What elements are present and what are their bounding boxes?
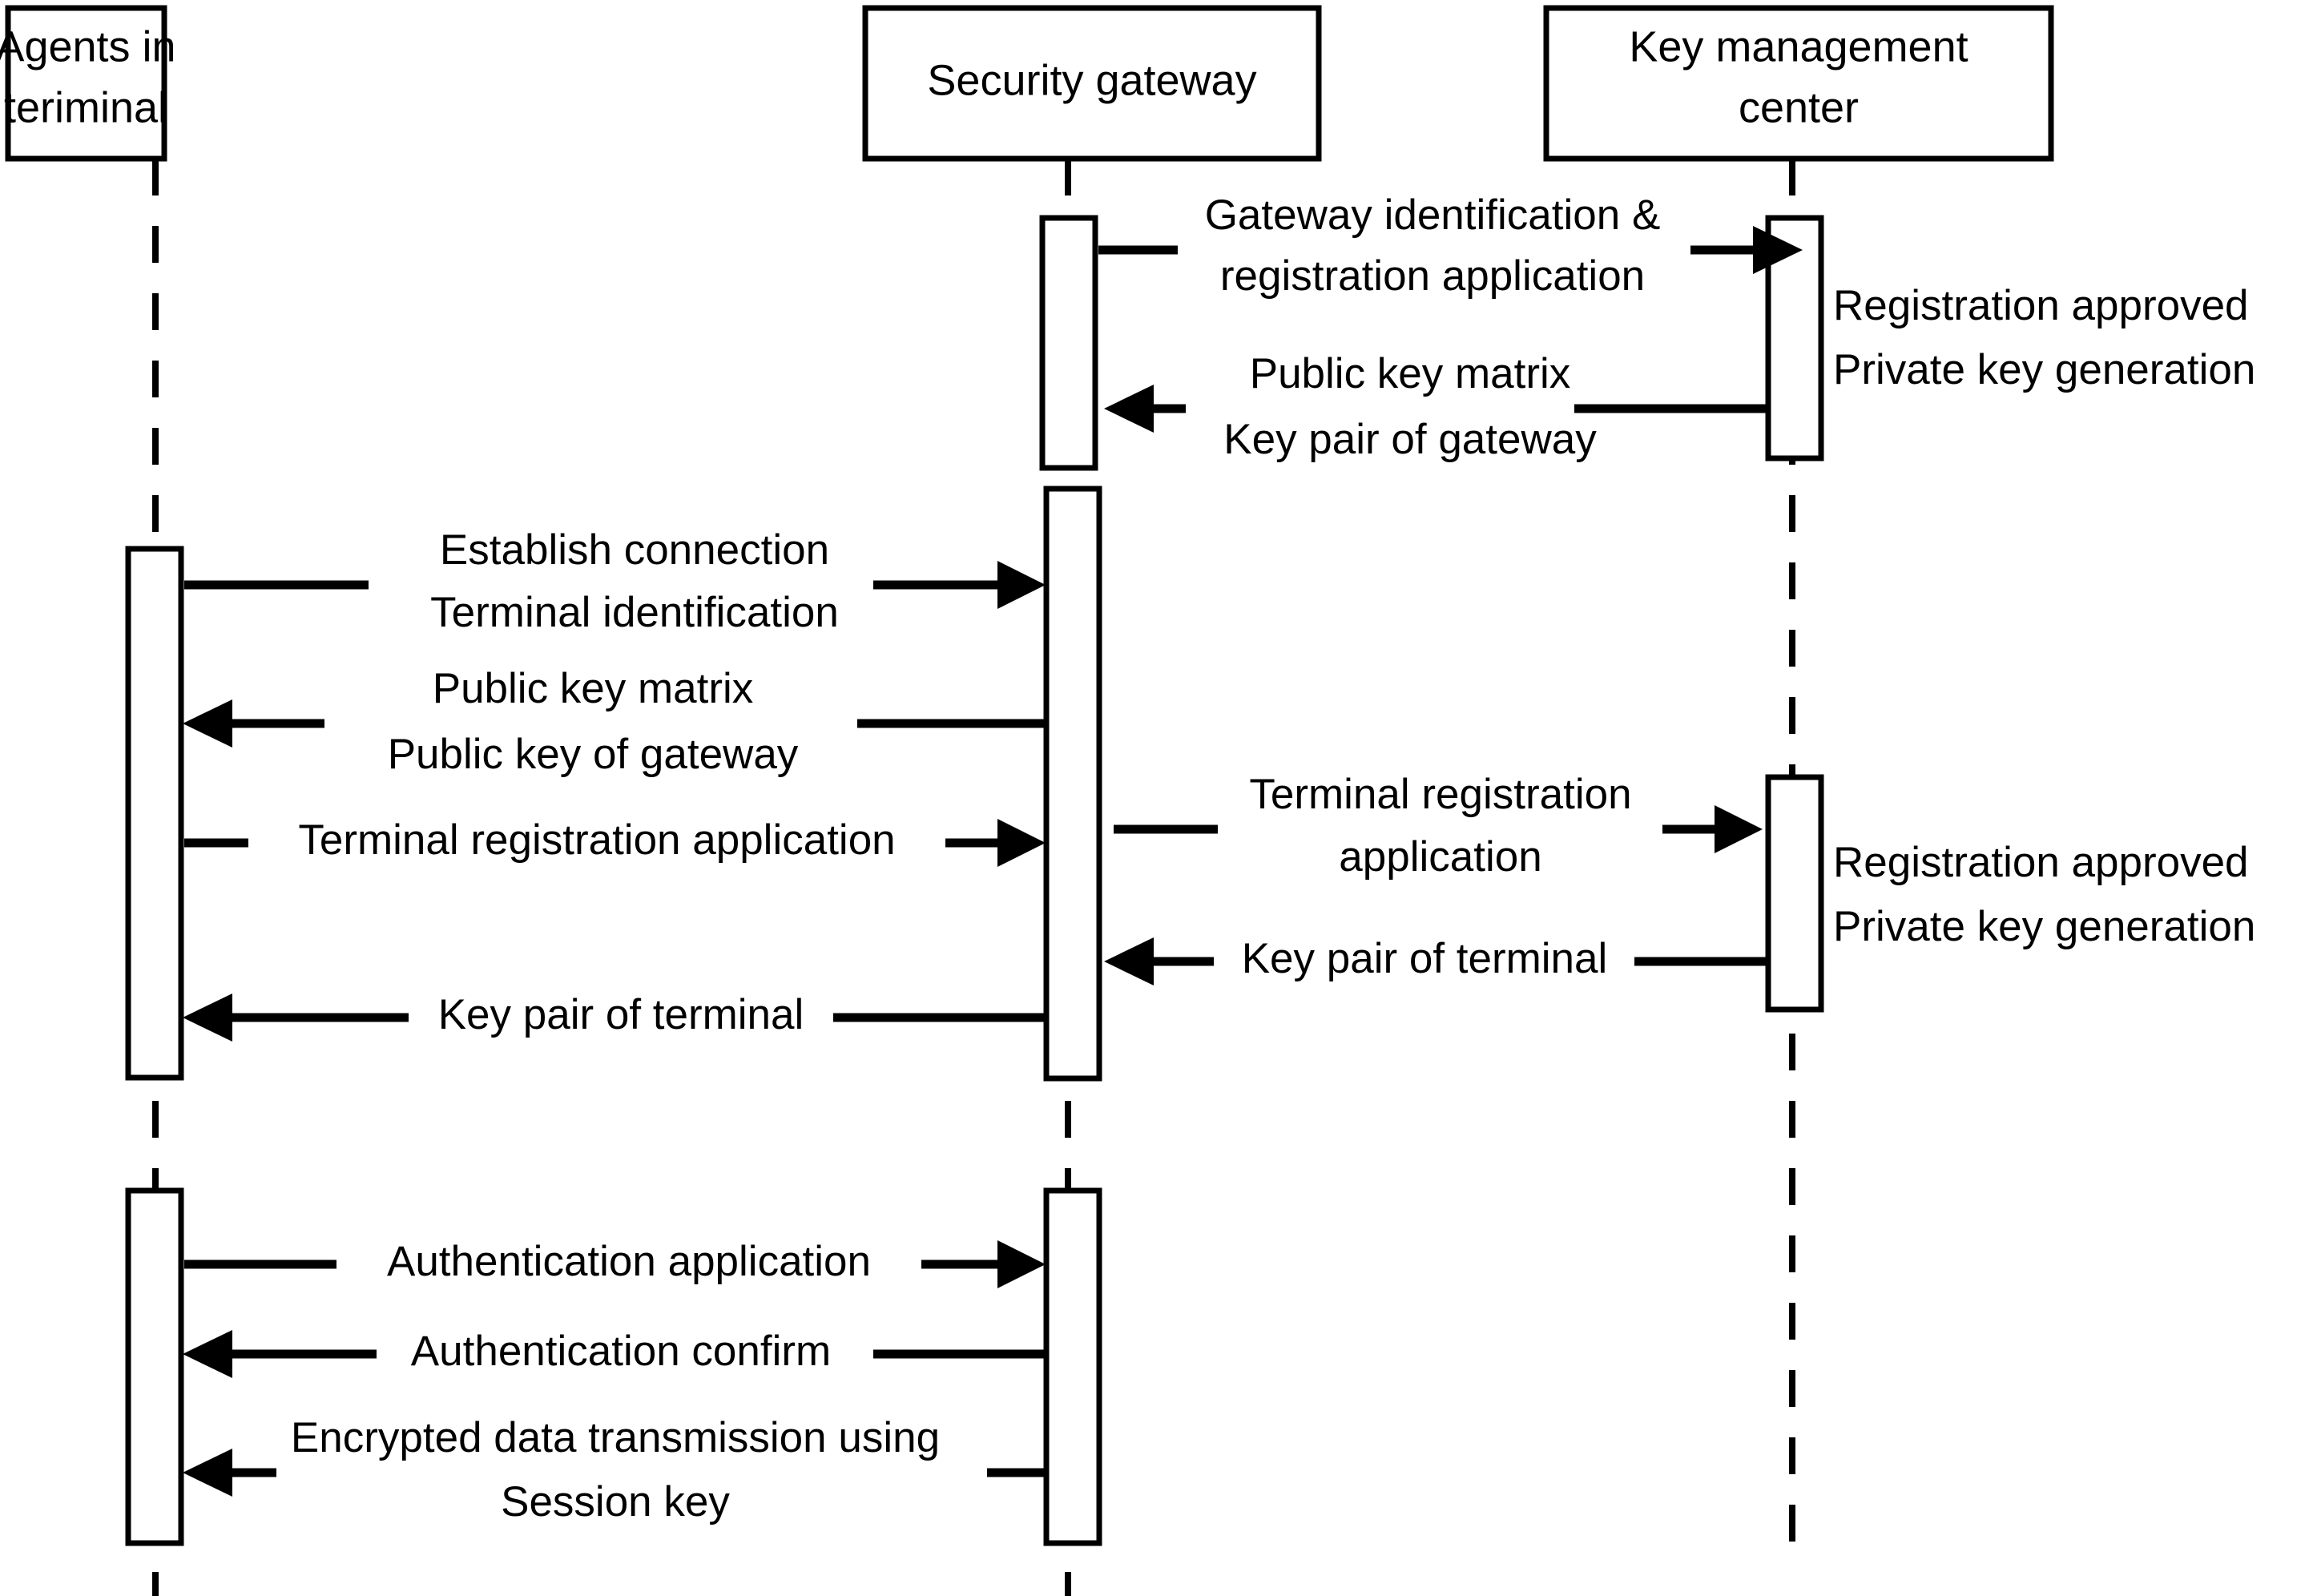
message-m7[interactable]: Key pair of terminal [1104, 935, 1767, 985]
message-m6-label-line1: Terminal registration [1249, 771, 1631, 818]
message-m3-arrowhead [997, 561, 1046, 609]
participant-label-terminal-line2: teriminal [4, 83, 167, 131]
message-m6-arrowhead [1715, 805, 1763, 853]
message-m11-arrowhead [183, 1449, 232, 1497]
activation-gateway-3[interactable] [1043, 1187, 1102, 1546]
participant-label-gateway-line1: Security gateway [927, 56, 1256, 104]
participant-header-kmc[interactable]: Key management center [1543, 5, 2054, 162]
message-m8[interactable]: Key pair of terminal [183, 991, 1044, 1042]
activation-gateway-2[interactable] [1043, 486, 1102, 1082]
activation-terminal-2[interactable] [125, 1187, 184, 1546]
note-kmc-2-line1: Registration approved [1833, 839, 2249, 886]
message-m8-arrowhead [183, 993, 232, 1042]
message-m9-label-line1: Authentication application [387, 1238, 871, 1285]
participant-box-gateway [862, 5, 1322, 162]
message-m3-label-line2: Terminal identification [430, 589, 839, 636]
activation-terminal-1[interactable] [125, 546, 184, 1081]
participant-header-terminal[interactable]: Agents in teriminal [0, 5, 176, 162]
message-m9[interactable]: Authentication application [184, 1238, 1046, 1288]
message-m1-arrowhead [1753, 226, 1803, 274]
message-m1[interactable]: Gateway identification & registration ap… [1098, 191, 1803, 300]
message-m4[interactable]: Public key matrix Public key of gateway [183, 665, 1044, 778]
message-m3-label-line1: Establish connection [440, 526, 829, 574]
message-m7-label-line1: Key pair of terminal [1242, 935, 1608, 982]
activation-gateway-1[interactable] [1039, 215, 1098, 471]
message-m6[interactable]: Terminal registration application [1114, 771, 1763, 881]
message-m10[interactable]: Authentication confirm [183, 1328, 1044, 1378]
message-m2-label-line1: Public key matrix [1250, 350, 1571, 397]
message-m10-label-line1: Authentication confirm [411, 1328, 831, 1375]
note-kmc-2-line2: Private key generation [1833, 903, 2255, 950]
message-m2[interactable]: Public key matrix Key pair of gateway [1104, 350, 1767, 463]
message-m7-arrowhead [1104, 937, 1154, 985]
note-kmc-2: Registration approved Private key genera… [1833, 839, 2255, 950]
activation-kmc-1[interactable] [1765, 215, 1824, 461]
participant-label-kmc-line2: center [1739, 83, 1859, 131]
message-m5[interactable]: Terminal registration application [184, 816, 1046, 867]
message-m2-arrowhead [1104, 385, 1154, 433]
message-m6-label-line2: application [1339, 833, 1541, 881]
message-m5-label-line1: Terminal registration application [298, 816, 895, 864]
participant-label-kmc-line1: Key management [1629, 22, 1968, 71]
message-m9-arrowhead [997, 1240, 1046, 1288]
note-kmc-1: Registration approved Private key genera… [1833, 282, 2255, 393]
message-m5-arrowhead [997, 819, 1046, 867]
message-m8-label-line1: Key pair of terminal [438, 991, 804, 1038]
message-m11-label-line2: Session key [501, 1478, 730, 1525]
message-m2-label-line2: Key pair of gateway [1223, 416, 1597, 463]
message-m1-label-line1: Gateway identification & [1205, 191, 1661, 239]
note-kmc-1-line1: Registration approved [1833, 282, 2249, 329]
message-m1-label-line2: registration application [1220, 252, 1645, 300]
message-m10-arrowhead [183, 1330, 232, 1378]
note-kmc-1-line2: Private key generation [1833, 346, 2255, 393]
participant-box-terminal [5, 5, 167, 162]
participant-header-gateway[interactable]: Security gateway [862, 5, 1322, 162]
message-m11[interactable]: Encrypted data transmission using Sessio… [183, 1414, 1044, 1525]
participant-label-terminal-line1: Agents in [0, 22, 176, 71]
activation-kmc-2[interactable] [1765, 774, 1824, 1013]
message-m11-label-line1: Encrypted data transmission using [291, 1414, 940, 1461]
message-m4-label-line1: Public key matrix [433, 665, 754, 712]
message-m3[interactable]: Establish connection Terminal identifica… [184, 526, 1046, 636]
message-m4-label-line2: Public key of gateway [388, 731, 799, 778]
message-m4-arrowhead [183, 699, 232, 748]
participant-box-kmc [1543, 5, 2054, 162]
